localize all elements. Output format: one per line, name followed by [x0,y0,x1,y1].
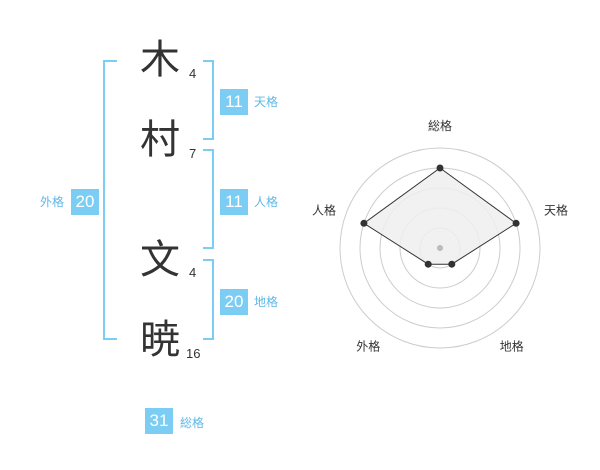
stroke-count-2: 7 [189,146,197,161]
chikaku-label: 地格 [254,295,279,309]
chikaku-bracket [203,259,214,340]
radar-point-人格 [360,219,368,227]
gaikaku-value: 20 [71,189,99,215]
soukaku-label: 総格 [180,416,205,430]
name-char-3: 文 [140,237,180,283]
radar-axis-label-人格: 人格 [312,202,336,217]
radar-area [363,167,517,265]
gaikaku-bracket [103,60,117,340]
radar-axis-label-総格: 総格 [428,118,452,133]
name-char-2: 村 [140,117,180,163]
radar-point-総格 [436,164,444,172]
radar-axis-label-外格: 外格 [356,339,380,354]
jinkaku-value: 11 [220,189,248,215]
jinkaku-label: 人格 [254,195,279,209]
soukaku-value: 31 [145,408,173,434]
stroke-count-3: 4 [189,265,197,280]
radar-point-外格 [424,260,432,268]
jinkaku-bracket [203,149,214,249]
radar-point-地格 [448,260,456,268]
radar-point-天格 [512,219,520,227]
tenkaku-bracket [203,60,214,140]
radar-axis-label-地格: 地格 [500,339,524,354]
gaikaku-label: 外格 [40,195,65,209]
radar-axis-label-天格: 天格 [544,202,568,217]
tenkaku-label: 天格 [254,95,279,109]
stroke-count-1: 4 [189,66,197,81]
radar-ring-5 [339,147,541,349]
radar-center [437,245,443,251]
radar-points [360,164,520,268]
tenkaku-value: 11 [220,89,248,115]
stroke-count-4: 16 [186,346,201,361]
chikaku-value: 20 [220,289,248,315]
name-char-1: 木 [140,37,180,83]
name-char-4: 暁 [140,317,180,363]
